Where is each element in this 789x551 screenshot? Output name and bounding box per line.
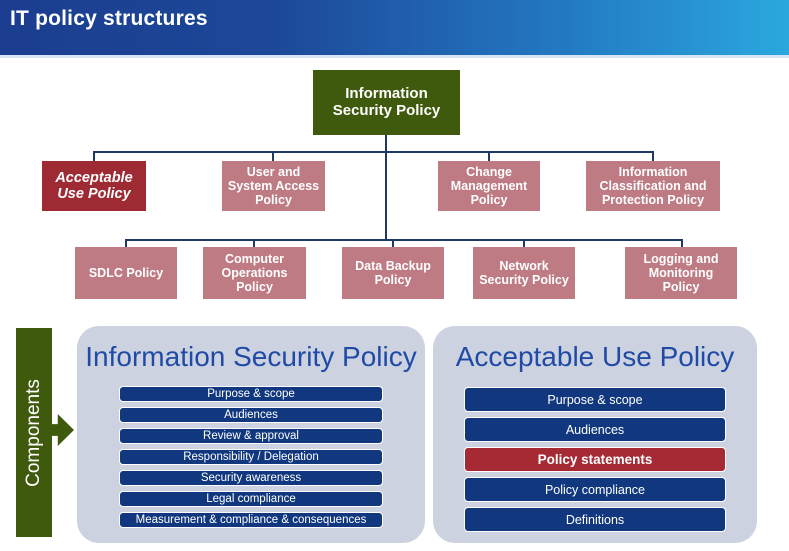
component-bar: Security awareness [119, 470, 383, 486]
panel-title: Information Security Policy [85, 341, 417, 372]
connector-drop-user-access [272, 151, 274, 162]
component-bar: Definitions [464, 507, 726, 532]
components-label: Components [23, 378, 45, 487]
connector-row2-horizontal [93, 151, 654, 153]
node-acceptable-use-policy: Acceptable Use Policy [42, 161, 146, 211]
component-bar: Policy compliance [464, 477, 726, 502]
connector-drop-computer-ops [253, 239, 255, 248]
panel-acceptable-use-policy: Acceptable Use Policy Purpose & scope Au… [433, 326, 757, 543]
node-data-backup-policy: Data Backup Policy [342, 247, 444, 299]
component-bar: Purpose & scope [119, 386, 383, 402]
component-bar: Purpose & scope [464, 387, 726, 412]
component-bar: Audiences [464, 417, 726, 442]
component-bar: Review & approval [119, 428, 383, 444]
connector-drop-sdlc [125, 239, 127, 248]
component-bar: Audiences [119, 407, 383, 423]
component-bar-list: Purpose & scope Audiences Review & appro… [119, 386, 383, 528]
page-title: IT policy structures [10, 7, 208, 30]
node-computer-operations-policy: Computer Operations Policy [203, 247, 306, 299]
node-change-management-policy: Change Management Policy [438, 161, 540, 211]
connector-drop-logging [681, 239, 683, 248]
panel-information-security-policy: Information Security Policy Purpose & sc… [77, 326, 425, 543]
connector-drop-change-mgmt [488, 151, 490, 162]
component-bar: Legal compliance [119, 491, 383, 507]
node-information-security-policy: Information Security Policy [313, 70, 460, 135]
component-bar: Responsibility / Delegation [119, 449, 383, 465]
node-logging-monitoring-policy: Logging and Monitoring Policy [625, 247, 737, 299]
connector-trunk [385, 135, 387, 239]
header-divider [0, 55, 789, 58]
component-bar-list: Purpose & scope Audiences Policy stateme… [464, 387, 726, 532]
component-bar: Measurement & compliance & consequences [119, 512, 383, 528]
connector-drop-acceptable [93, 151, 95, 162]
node-network-security-policy: Network Security Policy [473, 247, 575, 299]
node-sdlc-policy: SDLC Policy [75, 247, 177, 299]
panel-title: Acceptable Use Policy [455, 341, 735, 372]
node-user-system-access-policy: User and System Access Policy [222, 161, 325, 211]
connector-row3-horizontal [125, 239, 683, 241]
component-bar-policy-statements-highlighted: Policy statements [464, 447, 726, 472]
connector-drop-data-backup [392, 239, 394, 248]
connector-drop-info-class [652, 151, 654, 162]
header-banner: IT policy structures [0, 0, 789, 55]
node-information-classification-policy: Information Classification and Protectio… [586, 161, 720, 211]
connector-drop-network-sec [523, 239, 525, 248]
